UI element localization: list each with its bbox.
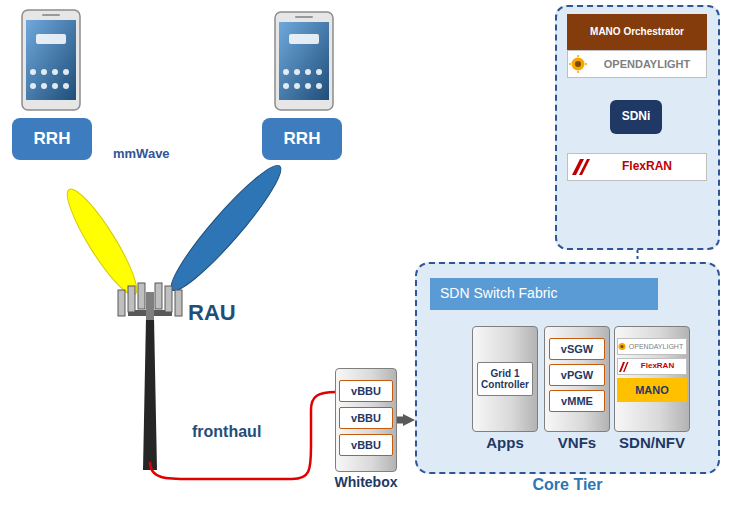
phone-icon [22,10,80,110]
server-box: VNFsvSGWvPGWvMME [544,326,610,432]
box-text: OPENDAYLIGHT [604,58,690,70]
box-text: OPENDAYLIGHT [629,343,683,351]
box-text: MANO Orchestrator [590,26,684,37]
box-text: SDNi [622,110,651,123]
box-text: MANO [635,384,669,396]
flexran-logo [572,159,629,372]
box-text: RRH [34,129,71,148]
beam [58,183,146,302]
function-box: vBBU [339,407,393,429]
controller-logo-box: OPENDAYLIGHT [567,50,707,78]
core-tier-region: Core TierSDN Switch FabricAppsGrid 1 Con… [415,262,720,474]
box-text: vSGW [561,343,593,355]
box-text: vBBU [351,385,381,397]
orchestrator-box: MANO Orchestrator [567,14,707,50]
box-text: vMME [561,395,593,407]
phone-icon [275,12,333,110]
orchestration-region: MANO OrchestratorOPENDAYLIGHT SDNiFlexRAN [555,5,720,250]
interface-box: SDNi [610,100,662,134]
function-box: vBBU [339,434,393,456]
connector [637,250,639,262]
tower-icon [118,283,182,470]
fronthaul-cable [150,392,336,479]
box-text: vBBU [351,412,381,424]
function-box: vMME [549,390,605,412]
server-box: SDN/NFVOPENDAYLIGHTFlexRANMANO [614,326,690,432]
opendaylight-logo [569,55,626,350]
function-box: Grid 1 Controller [477,362,533,396]
switch-fabric-bar: SDN Switch Fabric [430,278,658,310]
controller-logo-box: FlexRAN [567,153,707,181]
link-label: fronthaul [192,423,261,441]
controller-logo-box: FlexRAN [617,358,687,375]
function-box: vSGW [549,338,605,360]
beam [162,157,291,299]
box-text: FlexRAN [641,362,674,371]
rrh-box: RRH [262,118,342,160]
function-box: vPGW [549,364,605,386]
box-text: vBBU [351,439,381,451]
whitebox-server: WhiteboxvBBUvBBUvBBU [335,368,397,472]
box-heading: Core Tier [533,476,603,494]
box-heading: VNFs [558,435,596,452]
mano-box: MANO [617,378,687,402]
function-box: vBBU [339,380,393,402]
server-box: AppsGrid 1 Controller [472,326,538,432]
box-heading: Whitebox [335,475,398,491]
box-heading: SDN/NFV [619,435,685,452]
box-text: FlexRAN [622,160,672,173]
box-text: Grid 1 Controller [480,368,530,390]
band-label: mmWave [113,146,170,161]
box-text: SDN Switch Fabric [440,286,557,302]
controller-logo-box: OPENDAYLIGHT [617,338,687,355]
connector [397,417,403,424]
box-text: RRH [284,129,321,148]
rrh-box: RRH [12,118,92,160]
box-text: vPGW [561,369,593,381]
box-heading: Apps [486,435,524,452]
unit-label: RAU [188,300,236,326]
